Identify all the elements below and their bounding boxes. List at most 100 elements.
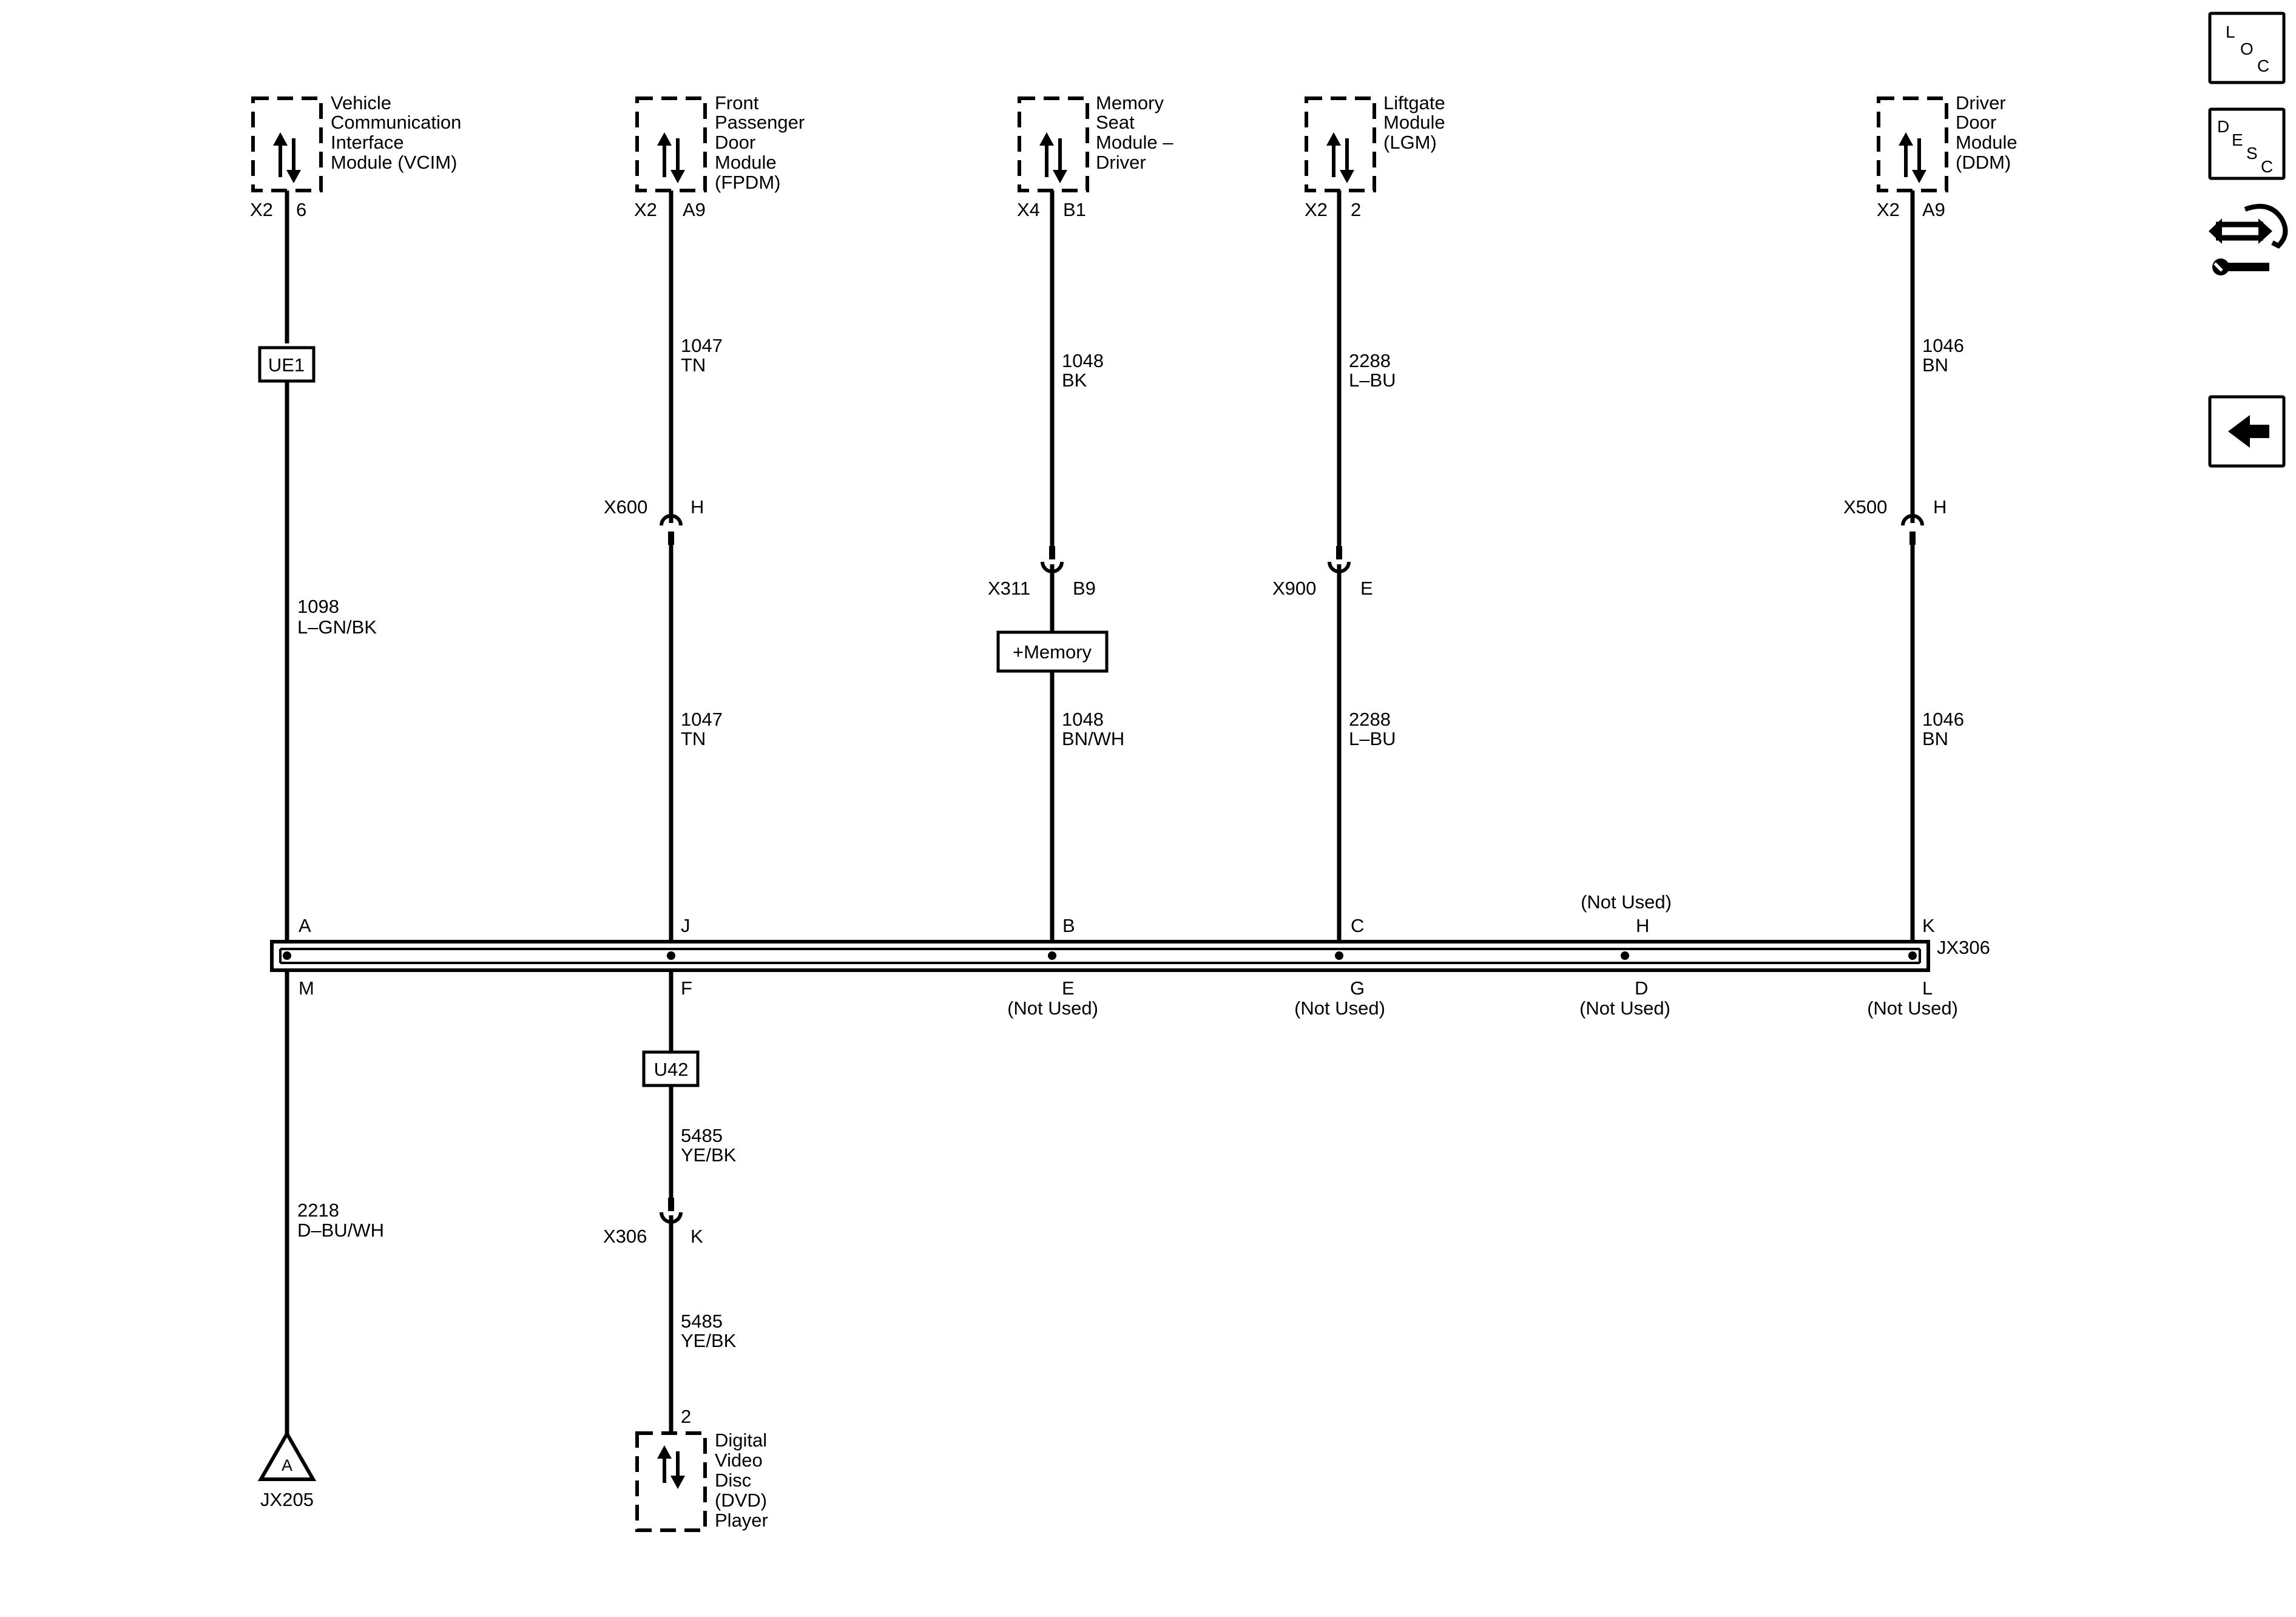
vcim-label-2: Communication	[331, 112, 461, 133]
dvd-label-4: (DVD)	[715, 1490, 767, 1511]
splice-pin-e: E	[1062, 977, 1075, 999]
fpdm-label-4: Module	[715, 152, 777, 173]
ddm-pin: A9	[1922, 199, 1945, 220]
back-arrow-icon	[2228, 415, 2269, 448]
desc-button[interactable]: D E S C	[2208, 107, 2286, 180]
dvd-serial-data-icon	[657, 1445, 685, 1489]
jx205-page-reference[interactable]: A JX205	[257, 1430, 317, 1510]
x306-pin: K	[690, 1226, 703, 1247]
vcim-upper-color: L–GN/BK	[297, 616, 377, 638]
x311-pin: B9	[1073, 578, 1096, 599]
splice-pin-e-not-used: (Not Used)	[1007, 998, 1098, 1019]
dvd-label-3: Disc	[715, 1470, 751, 1491]
liftgate-upper-circuit: 2288	[1349, 350, 1391, 371]
memory-option-label: +Memory	[1013, 641, 1092, 663]
fpdm-label-3: Door	[715, 132, 755, 153]
memory-seat-label-3: Module –	[1096, 132, 1173, 153]
ddm-label-4: (DDM)	[1956, 152, 2011, 173]
x900-name: X900	[1272, 578, 1316, 599]
fpdm-label-1: Front	[715, 92, 759, 113]
vcim-pin: 6	[296, 199, 306, 220]
ddm-upper-color: BN	[1922, 354, 1948, 376]
memory-seat-lower-color: BN/WH	[1062, 728, 1124, 749]
splice-dot-a	[283, 951, 291, 960]
jx306-splice-pack[interactable]: JX306 A J B C H K (Not Used) M F E G D L…	[270, 891, 1990, 1019]
liftgate-lower-color: L–BU	[1349, 728, 1396, 749]
vcim-serial-data-icon	[273, 132, 301, 183]
x311-inline-connector[interactable]: X311 B9	[988, 546, 1096, 599]
x500-name: X500	[1843, 496, 1887, 518]
splice-pin-g: G	[1350, 977, 1365, 999]
memory-seat-serial-data-icon	[1039, 132, 1067, 183]
fpdm-upper-circuit: 1047	[681, 335, 723, 356]
connector-wrench-icon	[2209, 204, 2288, 275]
dvd-label-2: Video	[715, 1450, 763, 1471]
jx306-name: JX306	[1937, 937, 1990, 958]
ddm-lower-circuit: 1046	[1922, 709, 1964, 730]
vcim-lower-circuit: 2218	[297, 1200, 339, 1221]
fpdm-upper-color: TN	[681, 354, 706, 376]
splice-pin-k: K	[1922, 915, 1935, 936]
desc-letter-e: E	[2232, 130, 2243, 149]
liftgate-module[interactable]: Liftgate Module (LGM) X2 2	[1305, 92, 1445, 220]
memory-seat-label-4: Driver	[1096, 152, 1146, 173]
x311-name: X311	[988, 578, 1030, 599]
liftgate-label-1: Liftgate	[1383, 92, 1445, 113]
dvd-pin: 2	[681, 1406, 691, 1427]
splice-pin-l: L	[1922, 977, 1933, 999]
splice-pin-m: M	[299, 977, 314, 999]
dvd-player-module[interactable]: 2 Digital Video Disc (DVD) Player	[635, 1406, 768, 1532]
fpdm-mid-circuit: 1047	[681, 709, 723, 730]
splice-pin-l-not-used: (Not Used)	[1867, 998, 1958, 1019]
x306-name: X306	[603, 1226, 647, 1247]
desc-letter-d: D	[2217, 117, 2229, 136]
x500-inline-connector[interactable]: X500 H	[1843, 496, 1947, 545]
memory-seat-module[interactable]: Memory Seat Module – Driver X4 B1	[1017, 92, 1173, 220]
ddm-upper-circuit: 1046	[1922, 335, 1964, 356]
splice-dot-k	[1908, 951, 1917, 960]
jx306-outer-box	[270, 940, 1930, 972]
ddm-module-box	[1877, 96, 1948, 192]
splice-pin-b: B	[1062, 915, 1075, 936]
vcim-upper-circuit: 1098	[297, 596, 339, 617]
fpdm-mid-color: TN	[681, 728, 706, 749]
vcim-lower-color: D–BU/WH	[297, 1220, 384, 1241]
fpdm-lower2-color: YE/BK	[681, 1330, 737, 1351]
loc-letter-c: C	[2257, 56, 2269, 75]
connector-tool-button[interactable]	[2206, 200, 2288, 283]
fpdm-module[interactable]: Front Passenger Door Module (FPDM) X2 A9	[634, 92, 805, 220]
ddm-module[interactable]: Driver Door Module (DDM) X2 A9	[1877, 92, 2017, 220]
memory-seat-module-box	[1018, 96, 1089, 192]
desc-letter-s: S	[2246, 144, 2258, 163]
u42-option-box: U42	[642, 1050, 700, 1087]
splice-pin-j: J	[681, 915, 690, 936]
ue1-option-label: UE1	[268, 354, 305, 376]
splice-pin-a: A	[299, 915, 311, 936]
fpdm-lower1-color: YE/BK	[681, 1144, 737, 1166]
loc-letter-l: L	[2226, 22, 2235, 41]
x306-inline-connector[interactable]: X306 K	[603, 1198, 703, 1247]
desc-letter-c: C	[2261, 157, 2273, 176]
x600-inline-connector[interactable]: X600 H	[604, 496, 704, 545]
liftgate-label-3: (LGM)	[1383, 132, 1437, 153]
x900-inline-connector[interactable]: X900 E	[1272, 546, 1373, 599]
splice-dot-j	[667, 951, 675, 960]
ddm-label-2: Door	[1956, 112, 1996, 133]
splice-pin-h-not-used: (Not Used)	[1581, 891, 1672, 913]
liftgate-serial-data-icon	[1326, 132, 1354, 183]
loc-button[interactable]: L O C	[2208, 12, 2286, 84]
splice-dot-b	[1048, 951, 1056, 960]
ddm-connector: X2	[1877, 199, 1900, 220]
liftgate-pin: 2	[1351, 199, 1361, 220]
back-button[interactable]	[2208, 395, 2286, 468]
memory-seat-connector: X4	[1017, 199, 1040, 220]
x500-pin: H	[1933, 496, 1947, 518]
fpdm-label-2: Passenger	[715, 112, 805, 133]
vcim-label-3: Interface	[331, 132, 404, 153]
ddm-label-1: Driver	[1956, 92, 2006, 113]
vcim-label-1: Vehicle	[331, 92, 391, 113]
reference-triangle-icon	[257, 1430, 317, 1481]
reference-name: JX205	[260, 1489, 314, 1510]
vcim-module[interactable]: Vehicle Communication Interface Module (…	[250, 92, 461, 220]
